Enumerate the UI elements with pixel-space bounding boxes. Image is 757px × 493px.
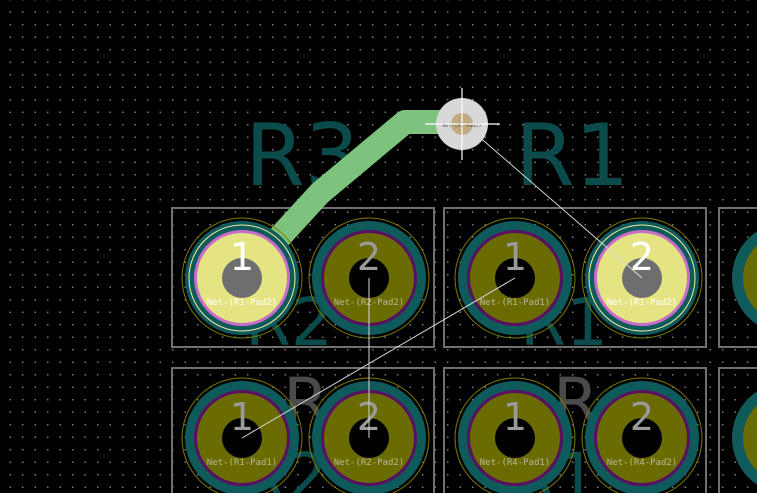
courtyard-bottom-edge — [718, 367, 757, 493]
pad-net-label: Net-(R4-Pad2) — [607, 458, 677, 468]
pad-number: 2 — [357, 235, 381, 279]
pad-number: 1 — [503, 235, 527, 279]
pad-number: 2 — [630, 235, 654, 279]
via[interactable]: Net-(R1-Pad2) — [425, 88, 500, 160]
pad-net-label: Net-(R1-Pad2) — [607, 298, 677, 308]
pad-number: 1 — [503, 395, 527, 439]
ref-r1-label: R1 — [515, 106, 629, 206]
pad-net-label: Net-(R1-Pad1) — [207, 458, 277, 468]
courtyard-top-right — [443, 207, 707, 348]
crosshair-cursor-icon — [425, 88, 500, 160]
courtyard-bottom-right — [443, 367, 707, 493]
ref-r3-label: R3 — [245, 106, 359, 206]
pad-net-label: Net-(R1-Pad2) — [207, 298, 277, 308]
routed-track[interactable] — [230, 110, 474, 290]
pad-number: 2 — [630, 395, 654, 439]
courtyard-top-edge — [718, 207, 757, 348]
courtyard-bottom-left — [171, 367, 435, 493]
pad-net-label: Net-(R4-Pad1) — [480, 458, 550, 468]
ratsnest-r1pad1-lower — [241, 277, 516, 439]
ratsnest-via-r1pad2 — [461, 121, 643, 279]
pads-layer — [732, 231, 757, 485]
courtyard-outlines — [171, 207, 757, 493]
pad-number: 1 — [230, 235, 254, 279]
pad-number: 1 — [230, 395, 254, 439]
ratsnest-lines — [241, 121, 643, 439]
pad-net-label: Net-(R1-Pad1) — [480, 298, 550, 308]
pad-group: 1Net-(R1-Pad2)2Net-(R2-Pad2)1Net-(R1-Pad… — [181, 217, 703, 493]
pad-net-label: Net-(R2-Pad2) — [334, 458, 404, 468]
